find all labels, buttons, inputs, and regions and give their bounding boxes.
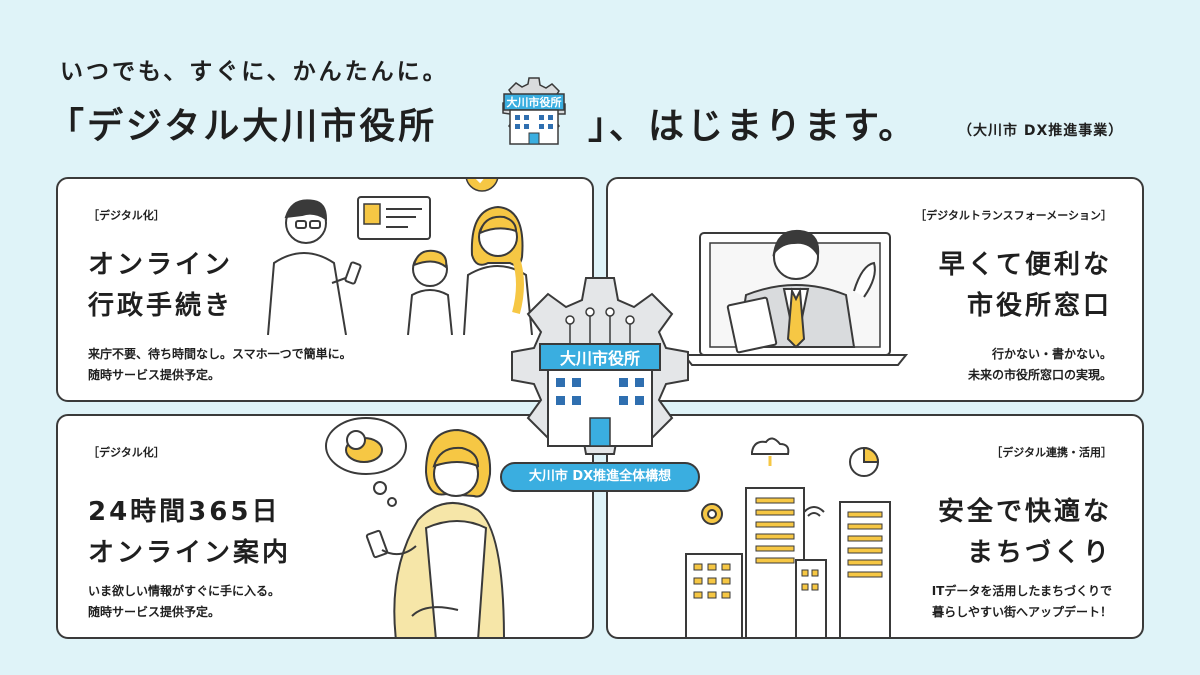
panel-title-line2: 市役所窓口	[966, 291, 1112, 321]
panel-tag: ［デジタル化］	[88, 209, 165, 222]
pregnant-woman-illustration	[325, 417, 505, 637]
panel-title-line2: 行政手続き	[88, 291, 234, 321]
panel-desc-line1: 行かない・書かない。	[991, 347, 1112, 361]
dx-plan-badge: 大川市 DX推進全体構想	[500, 462, 700, 492]
header-title-part2: 」、はじまります。	[588, 106, 918, 147]
panel-24h-guide: ［デジタル化］ 24時間365日 オンライン案内 いま欲しい情報がすぐに手に入る…	[56, 414, 594, 639]
header-title-part1: 「デジタル大川市役所	[48, 106, 438, 147]
panel-tag: ［デジタルトランスフォーメーション］	[915, 209, 1112, 222]
city-hall-logo-icon: 大川市役所	[502, 77, 566, 145]
panel-title-line1: 安全で快適な	[937, 497, 1112, 527]
panel-smart-city: ［デジタル連携・活用］ 安全で快適な まちづくり ITデータを活用したまちづくり…	[606, 414, 1144, 639]
panel-desc-line2: 随時サービス提供予定。	[88, 605, 221, 619]
header-tagline: （大川市 DX推進事業）	[958, 123, 1124, 139]
panel-title-line1: オンライン	[88, 250, 234, 280]
panel-desc-line1: いま欲しい情報がすぐに手に入る。	[88, 584, 281, 598]
panel-desc-line1: ITデータを活用したまちづくりで	[931, 584, 1112, 598]
panel-desc-line2: 随時サービス提供予定。	[88, 368, 221, 382]
panel-tag: ［デジタル化］	[88, 446, 165, 459]
check-icon	[465, 179, 499, 192]
cloud-icon	[751, 437, 790, 455]
city-hall-gear-emblem: 大川市役所	[511, 277, 689, 455]
panel-desc-line1: 来庁不要、待ち時間なし。スマホ一つで簡単に。	[88, 347, 352, 361]
panel-tag: ［デジタル連携・活用］	[991, 446, 1112, 459]
center-building-label: 大川市役所	[560, 349, 640, 368]
panel-title-line1: 24時間365日	[88, 497, 281, 527]
panel-title-line1: 早くて便利な	[938, 250, 1112, 280]
panel-convenient-counter: ［デジタルトランスフォーメーション］ 早くて便利な 市役所窓口 行かない・書かな…	[606, 177, 1144, 402]
panel-title-line2: オンライン案内	[88, 538, 292, 568]
panel-title-line2: まちづくり	[966, 538, 1112, 568]
panel-desc-line2: 暮らしやすい街へアップデート！	[932, 605, 1112, 619]
laptop-clerk-illustration	[681, 229, 909, 366]
panel-online-procedures: ［デジタル化］ オンライン 行政手続き 来庁不要、待ち時間なし。スマホ一つで簡単…	[56, 177, 594, 402]
family-illustration	[267, 179, 533, 335]
wifi-icon	[803, 506, 825, 517]
logo-text: 大川市役所	[507, 95, 562, 109]
city-buildings-illustration	[685, 437, 891, 637]
panel-desc-line2: 未来の市役所窓口の実現。	[967, 368, 1112, 382]
header-subtitle: いつでも、すぐに、かんたんに。	[60, 59, 449, 85]
